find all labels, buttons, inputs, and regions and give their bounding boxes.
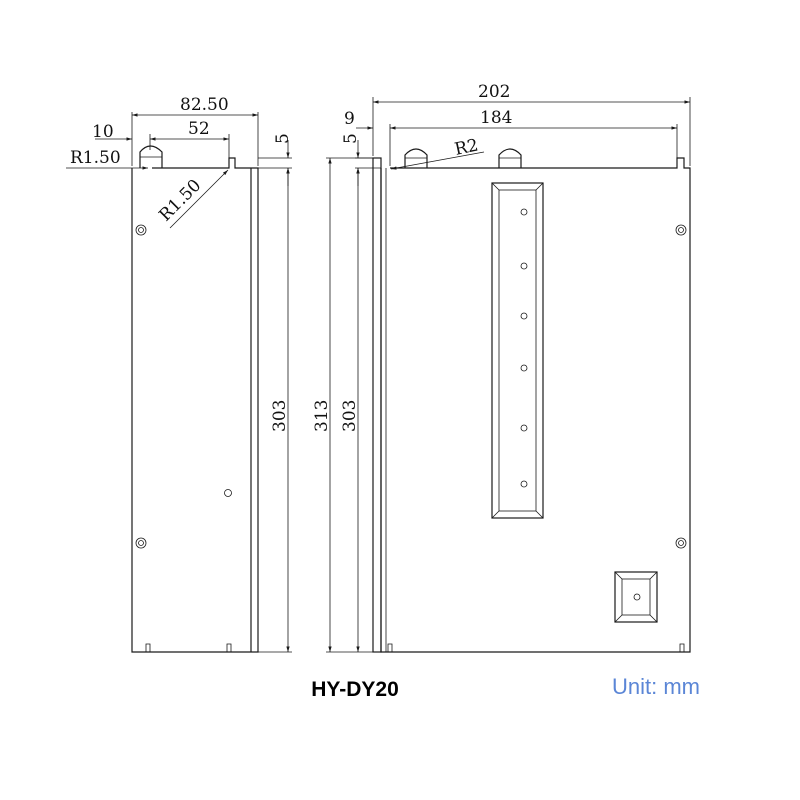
side-view: 82.50 10 52 R1.50 R1.50 5 303 <box>66 95 293 653</box>
dim-offset: 10 <box>92 122 114 142</box>
side-hole <box>224 489 232 497</box>
unit-label: Unit: mm <box>612 674 700 699</box>
front-view-outline <box>380 157 691 653</box>
dim-overall-height: 313 <box>312 400 332 432</box>
dim-inner-depth: 52 <box>188 119 210 139</box>
dim-overall-width: 202 <box>478 82 510 102</box>
side-screw <box>135 537 147 549</box>
dim-height: 303 <box>270 400 290 432</box>
side-cable-gland <box>139 145 163 168</box>
dim-hole-spacing: 184 <box>480 108 512 128</box>
dim-radius: R2 <box>453 135 480 159</box>
front-screw <box>675 224 687 236</box>
dim-inner-height: 303 <box>340 400 360 432</box>
dim-radius-small: R1.50 <box>70 148 121 168</box>
front-cable-gland <box>404 148 428 168</box>
connector-box <box>614 571 658 623</box>
dim-top-gap: 5 <box>273 133 293 144</box>
dim-flange: 9 <box>344 109 355 129</box>
front-view: 202 184 9 5 R2 313 303 <box>312 82 691 653</box>
dim-front-top-gap: 5 <box>341 133 361 144</box>
front-flange <box>372 157 382 653</box>
terminal-strip <box>491 182 544 519</box>
side-screw <box>135 224 147 236</box>
dim-overall-depth: 82.50 <box>180 95 229 115</box>
front-cable-gland <box>498 148 522 168</box>
front-screw <box>675 537 687 549</box>
side-view-outline <box>131 157 259 653</box>
model-caption: HY-DY20 <box>311 678 399 701</box>
